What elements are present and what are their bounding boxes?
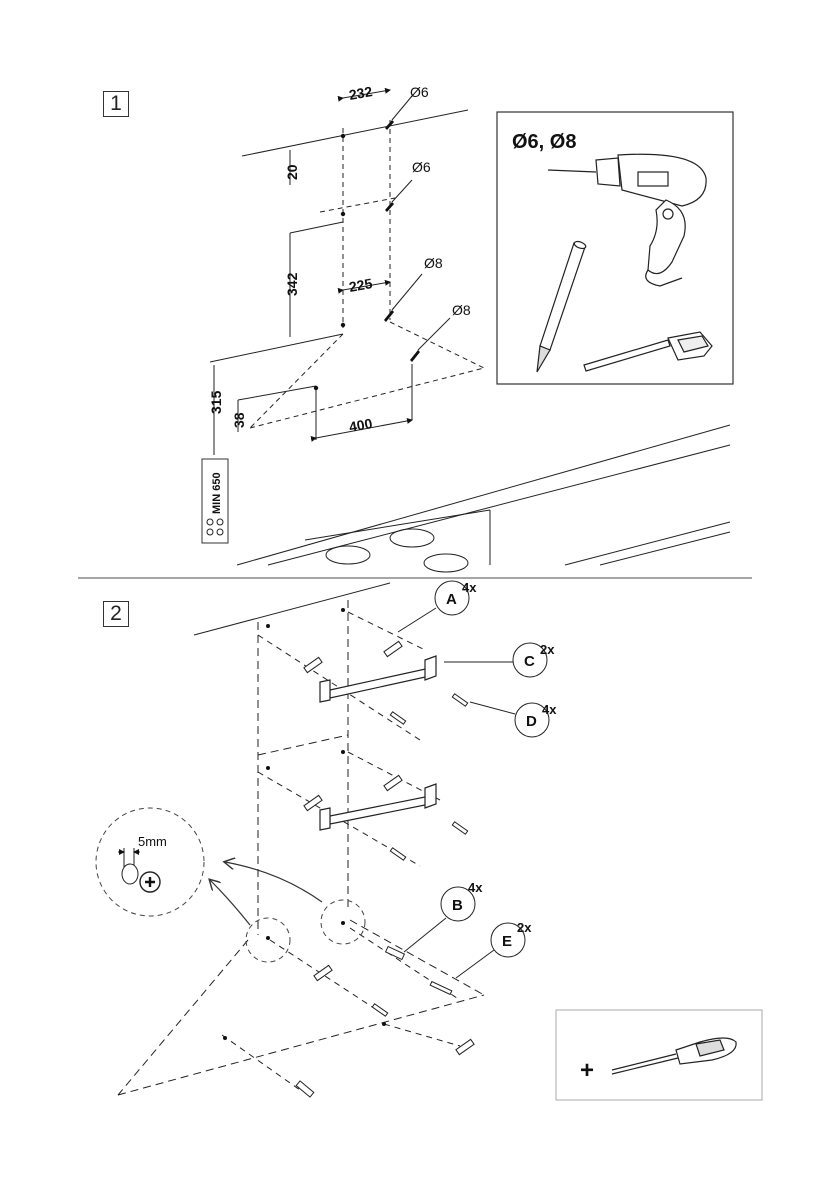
dim-342: 342 — [284, 272, 300, 296]
detail-arrow-2 — [225, 862, 322, 902]
dim-400: 400 — [348, 415, 374, 435]
diameter-mid-right: Ø8 — [424, 255, 443, 271]
part-E-qty: 2x — [517, 920, 532, 935]
gap-5mm-label: 5mm — [138, 834, 167, 849]
step-2-tools-box: + — [556, 1010, 762, 1100]
screw-gap-detail: 5mm — [96, 808, 204, 916]
detail-arrow-1 — [210, 880, 250, 925]
part-B-letter: B — [452, 897, 463, 914]
part-A-qty: 4x — [462, 580, 477, 595]
part-D-letter: D — [526, 713, 537, 730]
diameter-low-right: Ø8 — [452, 302, 471, 318]
part-callout-C: C 2x — [444, 642, 555, 677]
step-1-hole-marks — [314, 96, 450, 390]
phillips-sign: + — [580, 1057, 594, 1084]
bracket-upper — [320, 656, 436, 702]
dim-232: 232 — [348, 83, 374, 103]
part-D-qty: 4x — [542, 702, 557, 717]
part-callout-D: D 4x — [470, 702, 557, 737]
step-2-hole-marks — [223, 608, 386, 1040]
wall-plugs-and-screws — [296, 641, 474, 1097]
dim-225: 225 — [348, 275, 374, 295]
dim-38: 38 — [231, 412, 247, 428]
part-E-letter: E — [502, 933, 512, 950]
part-C-qty: 2x — [540, 642, 555, 657]
part-A-letter: A — [446, 591, 457, 608]
part-callout-E: E 2x — [456, 920, 532, 978]
part-C-letter: C — [524, 653, 535, 670]
dim-20: 20 — [284, 164, 300, 180]
diameter-upper-right: Ø6 — [412, 159, 431, 175]
part-callout-A: A 4x — [398, 580, 477, 632]
min-height-label: MIN 650 — [202, 459, 228, 543]
part-B-qty: 4x — [468, 880, 483, 895]
tools-diameters: Ø6, Ø8 — [512, 131, 576, 153]
step-1-tools-box: Ø6, Ø8 — [497, 112, 733, 384]
diameter-top-right: Ø6 — [410, 84, 429, 100]
detail-highlight-circles — [246, 900, 365, 962]
bracket-lower — [320, 784, 436, 830]
dim-315: 315 — [208, 390, 224, 414]
part-callout-B: B 4x — [404, 880, 483, 952]
min-650-text: MIN 650 — [211, 472, 223, 514]
hob-burners — [326, 529, 468, 572]
